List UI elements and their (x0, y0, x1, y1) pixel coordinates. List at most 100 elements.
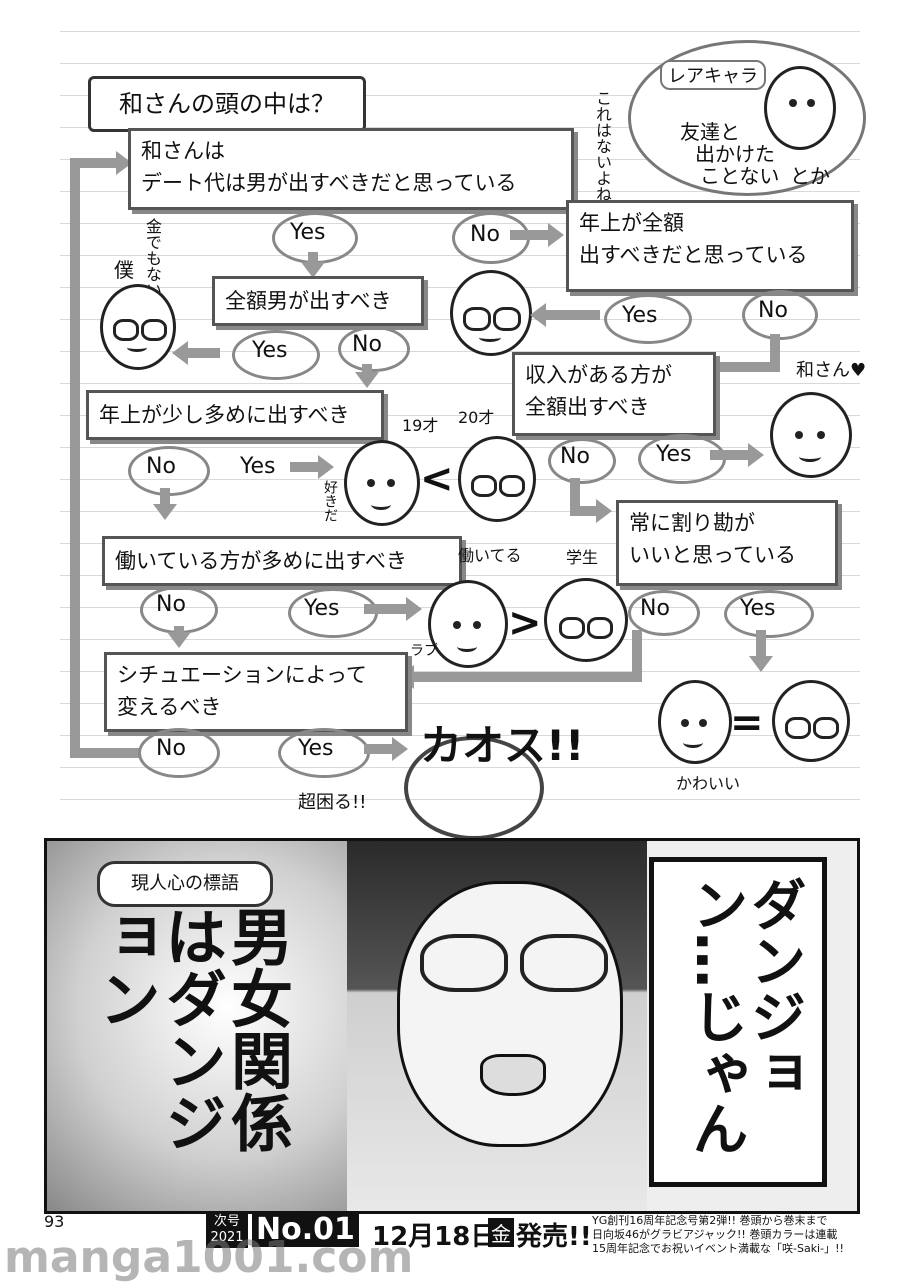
no-oval-2 (742, 290, 818, 340)
arrow-left-yes-2 (530, 303, 600, 327)
release-date: 12月18日 (372, 1222, 497, 1252)
arrow-down-6 (167, 626, 191, 648)
annotation-gakusei: 学生 (566, 548, 599, 567)
yes-label-1: Yes (290, 220, 326, 245)
arrow-left-no-2 (700, 355, 780, 379)
box-worker-more-text: 働いている方が多めに出すべき (115, 549, 407, 573)
box-start-belief: 和さんは デート代は男が出すべきだと思っている (128, 128, 574, 210)
manga-panel: 現人心の標語 男女関係はダンジョン ダンジョン…じゃん (44, 838, 860, 1214)
man-face-middle (458, 436, 536, 522)
man-face-center (450, 270, 532, 356)
box-always-split-line2: いいと思っている (629, 543, 796, 567)
kazusan-face-small (764, 66, 836, 150)
next-year: 2021 (210, 1230, 244, 1245)
caption-main: 男女関係はダンジョン (88, 905, 293, 1153)
yes-oval-7 (724, 590, 814, 638)
next-label: 次号 (213, 1214, 240, 1229)
no-oval-3 (338, 326, 410, 372)
connector-no-5 (570, 478, 580, 514)
yes-label-5: Yes (656, 442, 692, 467)
annotation-hataraiteru: 働いてる (458, 546, 522, 565)
box-situation-line1: シチュエーションによって (117, 663, 367, 687)
box-full-man: 全額男が出すべき (212, 276, 424, 326)
caption-tag-scroll: 現人心の標語 (97, 861, 273, 907)
yes-label-3: Yes (252, 338, 288, 363)
no-oval-7 (628, 590, 700, 636)
box-older-full: 年上が全額 出すべきだと思っている (566, 200, 854, 292)
arrow-right-5b (710, 443, 764, 467)
next-issue-label: 次号 2021 (206, 1214, 248, 1248)
boku-face (100, 284, 176, 370)
arrow-left-3 (172, 341, 220, 365)
yes-label-2: Yes (622, 303, 658, 328)
aside-line4: とか (790, 164, 830, 188)
box-worker-more: 働いている方が多めに出すべき (102, 536, 462, 586)
symbol-equal: = (730, 700, 764, 746)
no-oval-8 (138, 728, 220, 778)
title-frame: 和さんの頭の中は？ (88, 76, 366, 132)
loop-bottom-line (70, 748, 140, 758)
annotation-komaru: 超困る!! (298, 792, 367, 813)
arrow-right-8 (364, 737, 408, 761)
yes-label-4: Yes (240, 454, 276, 479)
yes-label-6: Yes (304, 596, 340, 621)
speech-text: ダンジョン…じゃん (683, 876, 806, 1156)
box-income-line1: 収入がある方が (525, 363, 672, 387)
no-label-5: No (560, 444, 590, 469)
page-title: 和さんの頭の中は？ (119, 90, 335, 118)
kazusan-face-right (770, 392, 852, 478)
woman-face-left (344, 440, 420, 526)
page-number: 93 (44, 1212, 65, 1231)
arrow-down-3 (355, 364, 379, 388)
box-older-full-line2: 出すべきだと思っている (579, 243, 808, 267)
no-label-2: No (758, 298, 788, 323)
box-income-full: 収入がある方が 全額出すべき (512, 352, 716, 436)
arrow-down-4 (153, 488, 177, 520)
arrow-right-5 (570, 499, 612, 523)
issue-number: No.01 (252, 1212, 359, 1247)
annotation-boku: 僕 (114, 258, 134, 282)
annotation-rabu: ラブ (410, 643, 438, 659)
box-situation: シチュエーションによって 変えるべき (104, 652, 408, 732)
release-text: 発売!! (516, 1222, 592, 1252)
arrow-right-1 (510, 223, 564, 247)
woman-face-equal (658, 680, 732, 764)
man-face-equal (772, 680, 850, 762)
aside-line2: 出かけた (695, 142, 775, 166)
aside-vertical-text: これはないよね (593, 90, 612, 202)
symbol-less-than: < (420, 456, 454, 502)
man-face-student (544, 578, 628, 662)
connector-no-7 (632, 630, 642, 682)
blurb-line2: 日向坂46がグラビアジャック!! 巻頭カラーは連載 (592, 1228, 838, 1241)
box-older-full-line1: 年上が全額 (579, 211, 684, 235)
arrow-left-7 (398, 665, 642, 689)
woman-face-middle (428, 580, 508, 668)
arrow-right-4 (290, 455, 334, 479)
yes-label-8: Yes (298, 736, 334, 761)
box-older-more: 年上が少し多めに出すべき (86, 390, 384, 440)
watermark: manga1001.com (4, 1232, 414, 1283)
annotation-chaos: カオス!! (420, 721, 585, 770)
loop-back-arrow (70, 151, 132, 175)
no-label-8: No (156, 736, 186, 761)
box-situation-line2: 変えるべき (117, 695, 222, 719)
no-label-4: No (146, 454, 176, 479)
connector-no-2 (770, 334, 780, 370)
annotation-age19: 19才 (402, 416, 439, 435)
box-older-more-text: 年上が少し多めに出すべき (99, 403, 350, 427)
aside-line1: 友達と (680, 120, 740, 144)
blurb-line3: 15周年記念でお祝いイベント満載な「咲-Saki-」!! (592, 1242, 844, 1255)
character-face (397, 881, 623, 1147)
speech-bubble: ダンジョン…じゃん (649, 857, 827, 1187)
yes-label-7: Yes (740, 596, 776, 621)
arrow-right-6 (364, 597, 422, 621)
box-income-line2: 全額出すべき (525, 395, 650, 419)
annotation-age20: 20才 (458, 408, 495, 427)
yes-oval-3 (232, 330, 320, 380)
box-full-man-text: 全額男が出すべき (225, 289, 392, 313)
symbol-greater-than: > (508, 600, 542, 646)
annotation-kazusan: 和さん♥ (796, 360, 867, 381)
arrow-down-7 (749, 630, 773, 672)
blurb-line1: YG創刊16周年記念号第2弾!! 巻頭から巻末まで (592, 1214, 828, 1227)
no-label-6: No (156, 592, 186, 617)
